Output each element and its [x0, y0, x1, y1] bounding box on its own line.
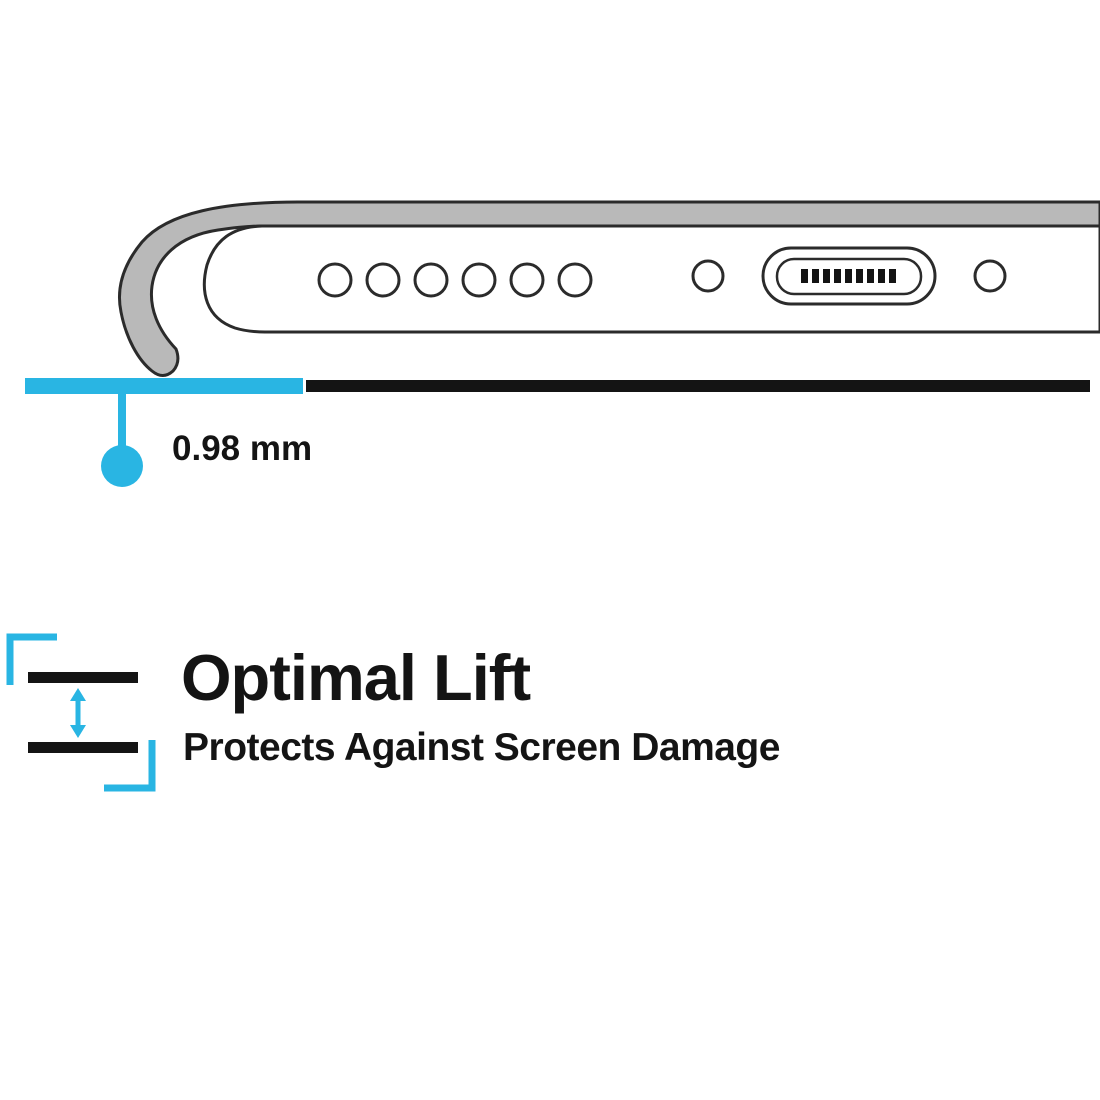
speaker-hole: [413, 262, 449, 298]
measurement-pointer-dot: [101, 445, 143, 487]
mic-hole: [691, 259, 725, 293]
speaker-hole: [461, 262, 497, 298]
bracket-top-left: [6, 633, 57, 685]
bracket-bottom-right: [104, 740, 156, 792]
measurement-label: 0.98 mm: [172, 429, 312, 468]
speaker-hole: [557, 262, 593, 298]
case-edge: [117, 200, 1100, 377]
lower-surface-line: [28, 742, 138, 753]
speaker-hole: [317, 262, 353, 298]
speaker-hole: [365, 262, 401, 298]
phone-case-illustration: 0.98 mm: [25, 200, 1100, 487]
measurement-pointer-line: [118, 394, 126, 447]
speaker-hole: [509, 262, 545, 298]
lift-gap-icon: [6, 633, 156, 792]
screw-hole: [973, 259, 1007, 293]
charging-port: [761, 246, 937, 306]
upper-surface-line: [28, 672, 138, 683]
feature-title: Optimal Lift: [181, 641, 531, 714]
gap-arrow: [70, 688, 86, 738]
case-lip-bar: [25, 378, 303, 394]
screen-plane-bar: [306, 380, 1090, 392]
feature-subtitle: Protects Against Screen Damage: [183, 726, 780, 769]
port-pins: [801, 269, 896, 283]
